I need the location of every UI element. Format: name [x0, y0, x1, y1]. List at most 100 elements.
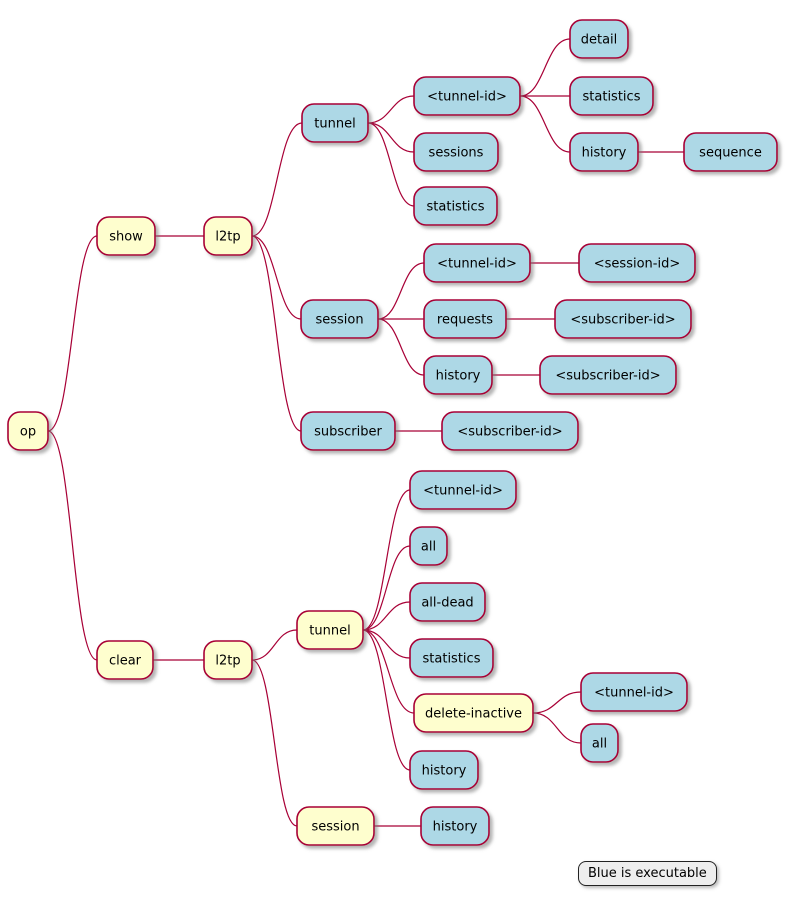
node-clear: clear — [96, 640, 154, 680]
edge-clear-tunnel-clear-tunnel-history — [362, 629, 411, 771]
node-session-sid: <session-id> — [578, 243, 696, 283]
node-label-subscriber: subscriber — [314, 425, 382, 440]
node-session-tid: <tunnel-id> — [423, 243, 531, 283]
node-label-tid-statistics: statistics — [583, 90, 641, 105]
node-box-show-l2tp — [203, 216, 253, 256]
node-label-tunnel-statistics: statistics — [427, 200, 485, 215]
node-label-clear-session: session — [311, 820, 359, 835]
edge-clear-l2tp-clear-session — [251, 659, 298, 827]
edge-delete-inactive-di-tid — [532, 691, 582, 714]
edge-show-session-session-history — [377, 318, 425, 376]
node-box-subscriber-subid — [441, 411, 579, 451]
node-box-subscriber — [300, 411, 396, 451]
node-label-show-l2tp: l2tp — [215, 230, 240, 245]
node-box-session-history — [423, 355, 493, 395]
legend-text: Blue is executable — [588, 866, 707, 881]
node-label-show-tunnel-tid: <tunnel-id> — [427, 90, 507, 105]
node-tunnel-statistics: statistics — [413, 186, 498, 226]
nodes-layer: op show l2tp tunnel <tunnel-id> detail statist… — [7, 19, 778, 846]
node-label-tid-history: history — [582, 146, 627, 161]
edge-clear-l2tp-clear-tunnel — [251, 629, 298, 661]
node-box-clear — [96, 640, 154, 680]
node-box-session-sid — [578, 243, 696, 283]
node-label-delete-inactive: delete-inactive — [425, 707, 522, 722]
node-label-clear: clear — [109, 654, 142, 669]
node-box-op — [7, 411, 49, 451]
node-box-tid-history — [569, 132, 639, 172]
node-box-requests — [423, 299, 507, 339]
node-box-clear-tunnel-all — [409, 526, 448, 566]
edge-delete-inactive-di-all — [532, 712, 582, 744]
node-sessions: sessions — [413, 132, 499, 172]
node-box-sequence — [683, 132, 778, 172]
node-di-all: all — [580, 723, 619, 763]
node-label-di-all: all — [592, 737, 607, 752]
node-label-clear-session-history: history — [433, 820, 478, 835]
edge-show-l2tp-show-tunnel — [251, 122, 303, 237]
edge-show-l2tp-subscriber — [251, 235, 302, 432]
node-box-session-tid — [423, 243, 531, 283]
node-label-requests: requests — [437, 313, 493, 328]
node-requests: requests — [423, 299, 507, 339]
node-label-sequence: sequence — [699, 146, 762, 161]
node-clear-l2tp: l2tp — [203, 640, 253, 680]
node-sequence: sequence — [683, 132, 778, 172]
node-show: show — [96, 216, 156, 256]
node-box-clear-tunnel-history — [409, 750, 479, 790]
edge-clear-tunnel-clear-tunnel-all — [362, 545, 411, 631]
node-subscriber: subscriber — [300, 411, 396, 451]
node-label-di-tid: <tunnel-id> — [594, 686, 674, 701]
node-label-clear-tunnel-statistics: statistics — [423, 652, 481, 667]
node-label-subscriber-subid: <subscriber-id> — [457, 425, 562, 440]
node-label-clear-tunnel-tid: <tunnel-id> — [423, 484, 503, 499]
edge-op-clear — [47, 430, 98, 661]
node-label-clear-tunnel-all: all — [421, 540, 436, 555]
edges-layer — [47, 38, 684, 827]
node-label-session-history: history — [436, 369, 481, 384]
node-clear-tunnel-all: all — [409, 526, 448, 566]
edge-show-tunnel-tid-detail — [519, 38, 571, 97]
node-clear-tunnel: tunnel — [296, 610, 364, 650]
node-tid-statistics: statistics — [569, 76, 654, 116]
node-detail: detail — [569, 19, 629, 59]
node-label-show-tunnel: tunnel — [314, 117, 355, 132]
node-show-session: session — [300, 299, 379, 339]
node-clear-tunnel-history: history — [409, 750, 479, 790]
node-box-sessions — [413, 132, 499, 172]
node-subscriber-subid: <subscriber-id> — [441, 411, 579, 451]
node-label-show-session: session — [315, 313, 363, 328]
node-box-requests-subid — [554, 299, 692, 339]
node-box-show-tunnel — [301, 103, 369, 143]
edge-show-tunnel-show-tunnel-tid — [367, 95, 415, 124]
node-box-di-tid — [580, 672, 688, 712]
node-label-session-history-subid: <subscriber-id> — [555, 369, 660, 384]
edge-op-show — [47, 235, 98, 432]
node-clear-session-history: history — [420, 806, 490, 846]
node-label-session-tid: <tunnel-id> — [437, 257, 517, 272]
node-clear-tunnel-tid: <tunnel-id> — [409, 470, 517, 510]
node-box-tunnel-statistics — [413, 186, 498, 226]
node-box-clear-tunnel — [296, 610, 364, 650]
node-op: op — [7, 411, 49, 451]
node-show-tunnel-tid: <tunnel-id> — [413, 76, 521, 116]
node-label-show: show — [109, 230, 143, 245]
node-box-tid-statistics — [569, 76, 654, 116]
node-clear-session: session — [296, 806, 375, 846]
node-box-show — [96, 216, 156, 256]
node-session-history-subid: <subscriber-id> — [539, 355, 677, 395]
node-label-clear-l2tp: l2tp — [215, 654, 240, 669]
node-label-sessions: sessions — [429, 146, 484, 161]
node-delete-inactive: delete-inactive — [413, 693, 534, 733]
edge-clear-tunnel-clear-tunnel-tid — [362, 489, 411, 631]
edge-clear-tunnel-all-dead — [362, 601, 411, 631]
node-requests-subid: <subscriber-id> — [554, 299, 692, 339]
node-clear-tunnel-statistics: statistics — [409, 638, 494, 678]
node-show-l2tp: l2tp — [203, 216, 253, 256]
node-box-show-tunnel-tid — [413, 76, 521, 116]
edge-clear-tunnel-delete-inactive — [362, 629, 415, 714]
node-box-clear-l2tp — [203, 640, 253, 680]
edge-show-tunnel-tunnel-statistics — [367, 122, 415, 207]
node-box-show-session — [300, 299, 379, 339]
node-box-all-dead — [409, 582, 486, 622]
